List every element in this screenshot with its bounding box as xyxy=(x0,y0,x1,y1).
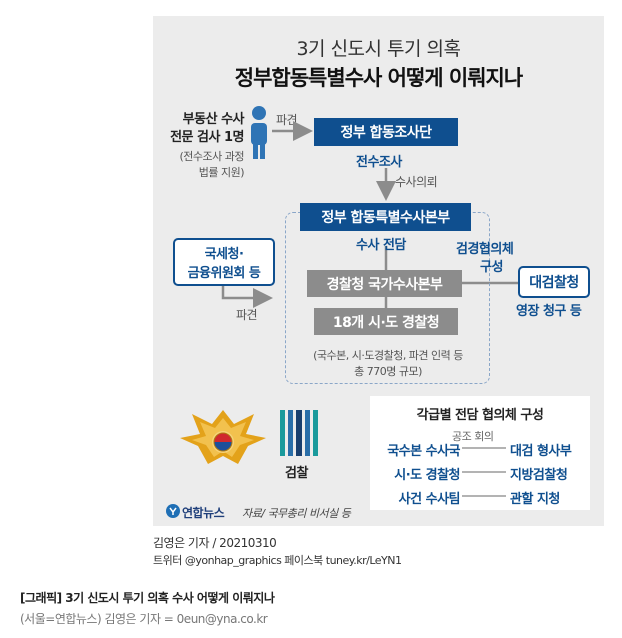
agency-line2: 금융위원회 등 xyxy=(187,266,261,281)
title-top: 3기 신도시 투기 의혹 xyxy=(296,38,461,60)
label-prosecution-police-council: 검경협의체 xyxy=(456,242,514,257)
prosecution-emblem-icon xyxy=(280,410,318,456)
council-right-3: 관할 지청 xyxy=(510,492,560,507)
label-dispatch-agency: 파견 xyxy=(236,308,258,322)
council-title: 각급별 전담 협의체 구성 xyxy=(416,408,544,423)
title-main: 정부합동특별수사 어떻게 이뤄지나 xyxy=(234,66,523,90)
caption-byline: (서울=연합뉴스) 김영은 기자 = 0eun@yna.co.kr xyxy=(20,612,268,626)
prosecutor-line2: 전문 검사 1명 xyxy=(170,130,244,145)
label-full-survey: 전수조사 xyxy=(356,155,402,170)
agency-line1: 국세청· xyxy=(204,247,244,262)
person-icon xyxy=(251,106,267,159)
note-staff-line2: 총 770명 규모) xyxy=(354,365,422,378)
council-cooperation-meeting: 공조 회의 xyxy=(452,430,494,443)
label-council-formation: 구성 xyxy=(480,260,503,275)
prosecutor-note1: (전수조사 과정 xyxy=(179,150,244,163)
note-staff-line1: (국수본, 시·도경찰청, 파견 인력 등 xyxy=(313,349,463,362)
source-text: 자료/ 국무총리 비서실 등 xyxy=(242,507,351,520)
council-left-3: 사건 수사팀 xyxy=(398,492,461,507)
label-investigation-request: 수사의뢰 xyxy=(395,175,438,189)
yonhap-logo-text: 연합뉴스 xyxy=(182,506,225,520)
box-tax-financial-agencies: 국세청· 금융위원회 등 xyxy=(173,238,275,286)
prosecutor-note2: 법률 지원) xyxy=(198,166,245,179)
prosecutor-line1: 부동산 수사 xyxy=(182,112,245,127)
box-regional-police: 18개 시·도 경찰청 xyxy=(314,308,458,335)
box-national-investigation-hq: 경찰청 국가수사본부 xyxy=(307,270,462,297)
yonhap-logo-icon xyxy=(166,504,180,518)
council-left-1: 국수본 수사국 xyxy=(387,444,460,459)
credit-reporter-date: 김영은 기자 / 20210310 xyxy=(153,536,277,550)
prosecution-logo-text: 검찰 xyxy=(285,466,308,481)
box-supreme-prosecutors-office: 대검찰청 xyxy=(518,266,590,298)
box-joint-investigation-team: 정부 합동조사단 xyxy=(314,118,458,146)
box-special-investigation-hq: 정부 합동특별수사본부 xyxy=(300,203,471,231)
label-dispatch-prosecutor: 파견 xyxy=(276,113,298,127)
label-warrant-request: 영장 청구 등 xyxy=(516,304,582,319)
council-structure-box xyxy=(370,396,590,510)
council-right-2: 지방검찰청 xyxy=(510,468,568,483)
council-connector-lines xyxy=(462,447,506,497)
council-right-1: 대검 형사부 xyxy=(510,444,572,459)
credit-social: 트위터 @yonhap_graphics 페이스북 tuney.kr/LeYN1 xyxy=(153,554,402,567)
council-left-2: 시·도 경찰청 xyxy=(394,468,460,483)
police-emblem-icon xyxy=(180,410,266,464)
caption-title: [그래픽] 3기 신도시 투기 의혹 수사 어떻게 이뤄지나 xyxy=(20,591,275,605)
label-dedicated-investigation: 수사 전담 xyxy=(356,238,406,253)
